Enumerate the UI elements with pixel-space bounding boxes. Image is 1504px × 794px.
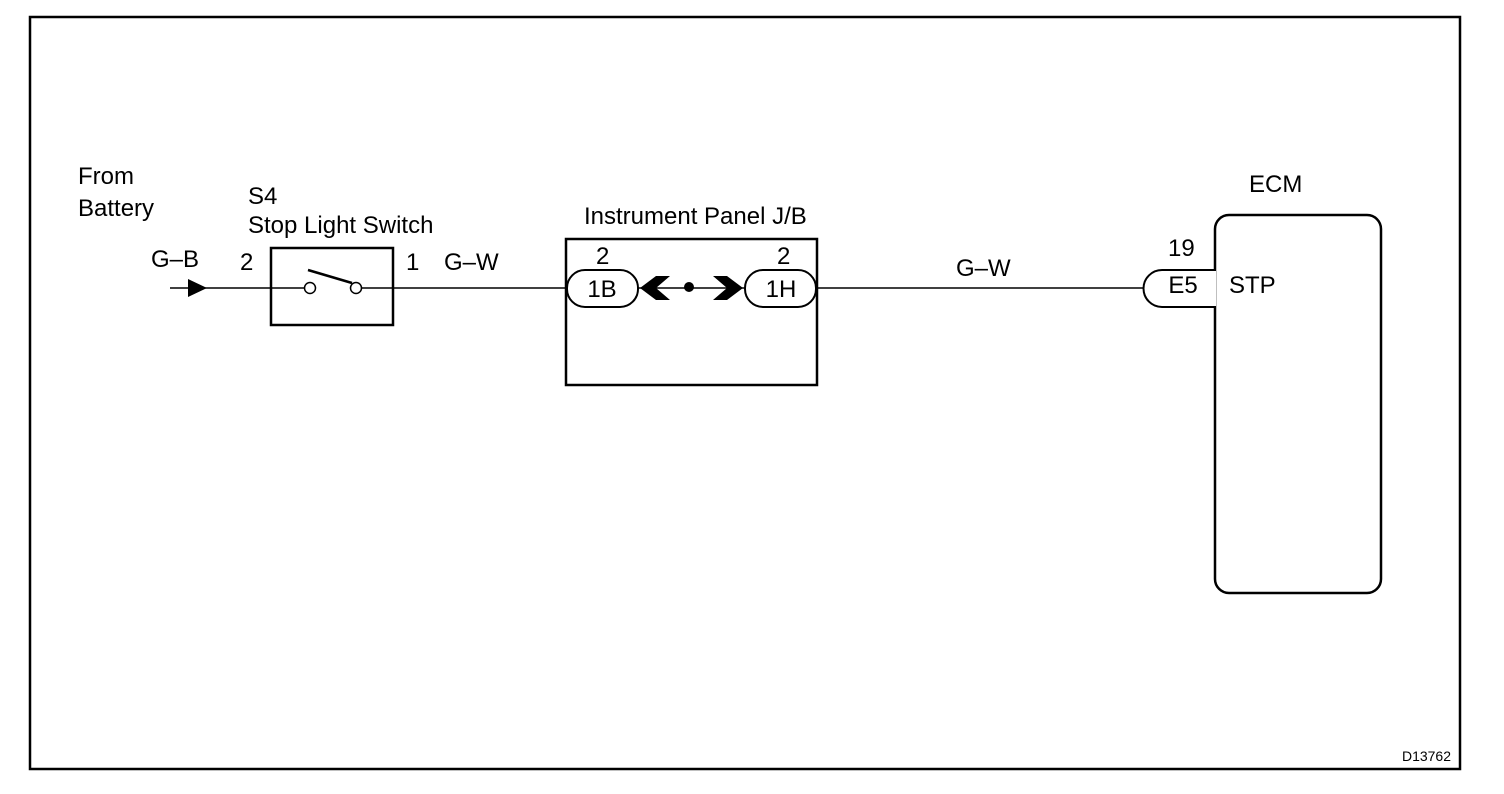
chevron-left-icon [640,276,670,300]
ecm-pin: 19 [1168,235,1195,262]
switch-name: Stop Light Switch [248,212,433,239]
source-label-line2: Battery [78,195,154,222]
switch-code: S4 [248,183,277,210]
switch-blade [307,268,353,285]
ecm-name: ECM [1249,171,1302,198]
switch-box [269,246,395,327]
jb-connector-1h [744,269,817,308]
diagram-frame [28,15,1462,771]
ecm-connector: E5 [1168,272,1197,299]
jb-name: Instrument Panel J/B [584,203,807,230]
junction-dot-icon [684,282,694,292]
jb-right-connector: 1H [766,276,797,303]
source-wire-color: G–B [151,246,199,273]
switch-contact-right [349,281,363,295]
jb-left-connector: 1B [587,276,616,303]
switch-pin-out: 1 [406,249,419,276]
ecm-box [1213,213,1383,595]
jb-connector-1b [566,269,639,308]
switch-contact-left [303,281,317,295]
jb-left-pin: 2 [596,243,609,270]
switch-wire-out: G–W [444,249,499,276]
ecm-connector-e5 [1142,269,1216,308]
figure-id: D13762 [1402,748,1451,764]
ecm-terminal: STP [1229,272,1276,299]
jb-right-pin: 2 [777,243,790,270]
switch-pin-in: 2 [240,249,253,276]
battery-arrow-icon [188,279,207,297]
source-label-line1: From [78,163,134,190]
wire-to-ecm-color: G–W [956,255,1011,282]
jb-box [564,237,819,387]
chevron-right-icon [713,276,743,300]
